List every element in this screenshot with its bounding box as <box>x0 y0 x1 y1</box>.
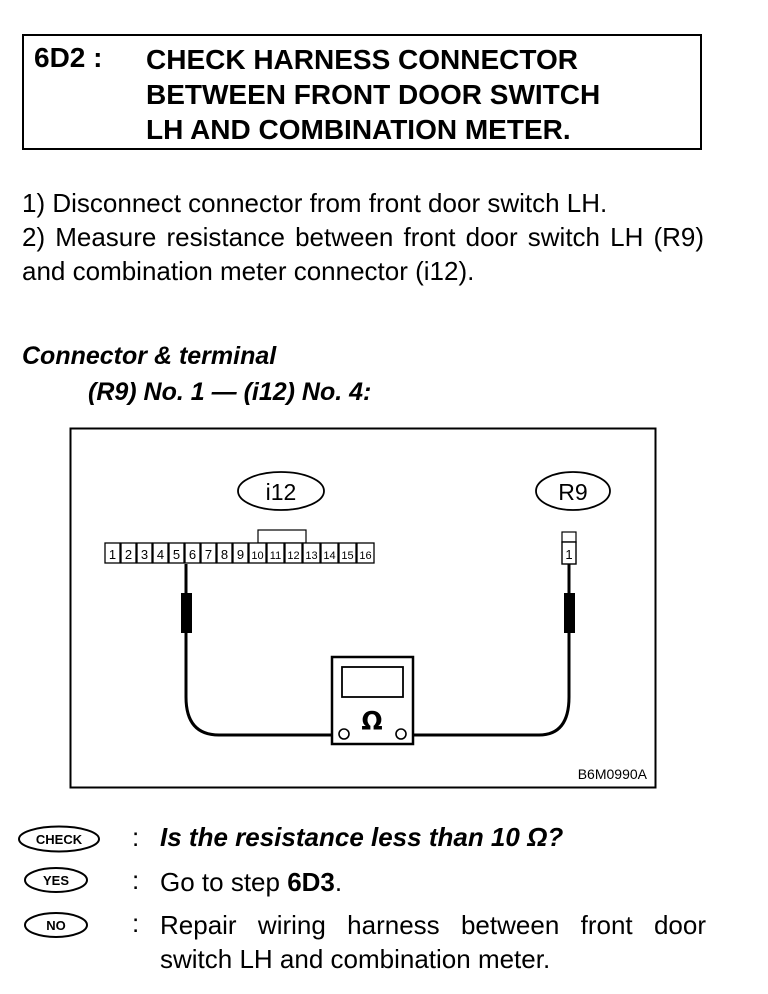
connector-pin-label: 7 <box>205 547 212 562</box>
ohmmeter-terminal <box>338 728 350 740</box>
connector-pin-label: 16 <box>359 550 371 562</box>
ohmmeter-terminal <box>395 728 407 740</box>
check-row: CHECK : Is the resistance less than 10 Ω… <box>16 820 706 860</box>
lead-left <box>184 696 340 737</box>
connector-pin <box>248 542 267 564</box>
title-line: BETWEEN FRONT DOOR SWITCH <box>146 79 601 110</box>
connector-pin <box>302 542 321 564</box>
check-question: Is the resistance less than 10 Ω? <box>160 822 564 852</box>
step-title-box: 6D2 : CHECK HARNESS CONNECTOR BETWEEN FR… <box>22 34 702 150</box>
connector-pin-label: 4 <box>157 547 164 562</box>
connector-pin <box>216 542 233 564</box>
connector-pin <box>184 542 201 564</box>
connector-pin <box>136 542 153 564</box>
connector-pin <box>356 542 375 564</box>
connector-pin-label: 10 <box>251 550 263 562</box>
yes-badge: YES <box>24 867 88 893</box>
connector-pin-label: 3 <box>141 547 148 562</box>
no-colon: : <box>132 908 140 938</box>
connector-pin <box>266 542 285 564</box>
connector-terminal-label: Connector & terminal (R9) No. 1 — (i12) … <box>22 338 371 410</box>
connector-pin <box>320 542 339 564</box>
title-line: LH AND COMBINATION METER. <box>146 114 571 145</box>
connector-pin-label: 8 <box>221 547 228 562</box>
yes-colon: : <box>132 865 140 895</box>
connector-pin <box>232 542 249 564</box>
yes-badge-label: YES <box>43 873 69 888</box>
connector-value: (R9) No. 1 — (i12) No. 4: <box>88 378 372 406</box>
connector-pin <box>168 542 185 564</box>
connector-pin <box>284 542 303 564</box>
no-badge-label: NO <box>46 918 66 933</box>
connector-pin <box>120 542 137 564</box>
connector-heading: Connector & terminal <box>22 342 277 370</box>
ohmmeter-display <box>341 666 404 698</box>
answers: CHECK : Is the resistance less than 10 Ω… <box>16 820 706 976</box>
yes-step-link[interactable]: 6D3 <box>287 867 335 897</box>
instructions: 1) Disconnect connector from front door … <box>22 186 704 288</box>
step-id: 6D2 : <box>34 42 103 73</box>
instruction-step: 2) Measure resistance between front door… <box>22 222 704 286</box>
connector-r9-oval <box>535 471 611 511</box>
no-row: NO : Repair wiring harness between front… <box>16 904 706 976</box>
connector-pin-label: 2 <box>125 547 132 562</box>
figure-code: B6M0990A <box>578 766 648 782</box>
connector-lock-tab <box>257 529 307 544</box>
lead-right <box>404 696 571 737</box>
step-title: CHECK HARNESS CONNECTOR BETWEEN FRONT DO… <box>146 42 600 147</box>
connector-pin-label: 6 <box>189 547 196 562</box>
yes-prefix: Go to step <box>160 867 288 897</box>
connector-r9-label: R9 <box>558 479 587 505</box>
connector-r9-pin-label: 1 <box>565 547 572 562</box>
connector-pin-label: 1 <box>109 547 116 562</box>
connector-pin-label: 13 <box>305 550 317 562</box>
no-badge: NO <box>24 912 88 938</box>
yes-text: Go to step 6D3. <box>160 860 706 899</box>
connector-pin-label: 5 <box>173 547 180 562</box>
instruction-step: 1) Disconnect connector from front door … <box>22 188 608 218</box>
connector-pin-label: 9 <box>237 547 244 562</box>
connector-r9-tab <box>561 531 577 543</box>
check-badge-label: CHECK <box>36 832 83 847</box>
ohm-symbol: Ω <box>361 706 382 735</box>
yes-suffix: . <box>334 867 343 897</box>
connector-pin-label: 15 <box>341 550 353 562</box>
connector-pin <box>152 542 169 564</box>
connector-pin-label: 11 <box>270 550 281 562</box>
no-text: Repair wiring harness between front door… <box>160 910 706 974</box>
connector-pin <box>338 542 357 564</box>
probe-right <box>564 593 575 633</box>
connector-pin-label: 12 <box>287 550 299 562</box>
connector-pin <box>200 542 217 564</box>
diagram-frame <box>69 427 657 789</box>
yes-row: YES : Go to step 6D3. <box>16 860 706 904</box>
connector-i12-oval <box>237 471 325 511</box>
connector-i12-label: i12 <box>266 479 297 505</box>
check-badge: CHECK <box>18 825 100 853</box>
check-colon: : <box>132 822 140 852</box>
connector-pin <box>104 542 121 564</box>
connector-pin-label: 14 <box>323 550 335 562</box>
probe-left <box>181 593 192 633</box>
title-line: CHECK HARNESS CONNECTOR <box>146 44 578 75</box>
